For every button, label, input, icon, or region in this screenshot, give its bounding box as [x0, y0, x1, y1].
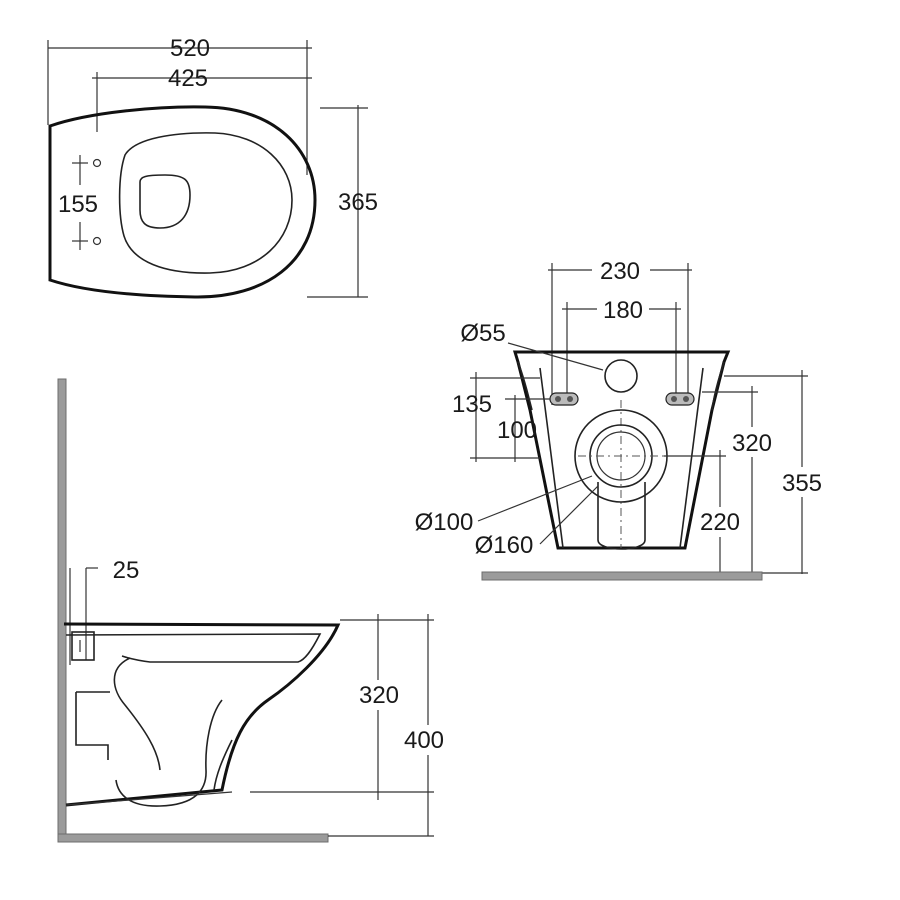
- pan-side-outline: [63, 622, 341, 807]
- outlet-center-height-label: 220: [700, 509, 740, 536]
- overall-height-label: 355: [782, 470, 822, 497]
- outer-fixing-width-label: 230: [600, 258, 640, 285]
- outlet-opening-top: [139, 174, 191, 229]
- fixing-bracket: [71, 631, 95, 661]
- side-view: 25 320 400: [57, 378, 450, 843]
- fixing-slot-left: [549, 392, 579, 406]
- outlet-pipe-dia-label: Ø100: [415, 509, 474, 536]
- top-view: 520 425 155 365: [47, 35, 378, 299]
- floor-side: [57, 833, 329, 843]
- inner-fixing-width-label: 180: [603, 297, 643, 324]
- trap-side: [113, 657, 223, 807]
- water-inlet: [604, 359, 638, 393]
- overall-depth-label: 365: [338, 189, 378, 216]
- holes-gap-label: 155: [58, 191, 98, 218]
- floor-rear: [481, 571, 763, 581]
- outlet-height-label: 320: [732, 430, 772, 457]
- fixing-slot-right: [665, 392, 695, 406]
- bowl-outline-top: [118, 132, 293, 274]
- fixing-upper-height-label: 135: [452, 391, 492, 418]
- fixing-hole-upper: [92, 158, 102, 168]
- wall: [57, 378, 67, 842]
- rim-height-label: 320: [359, 682, 399, 709]
- water-inlet-dia-label: Ø55: [460, 320, 505, 347]
- outlet-spigot-dia-label: Ø160: [475, 532, 534, 559]
- rear-view: 230 180 Ø55: [415, 256, 828, 581]
- overall-width-label: 520: [170, 35, 210, 62]
- fixing-lower-height-label: 100: [497, 417, 537, 444]
- fixing-span-label: 425: [168, 65, 208, 92]
- wall-gap-label: 25: [113, 557, 140, 584]
- fixing-hole-lower: [92, 236, 102, 246]
- total-height-label: 400: [404, 727, 444, 754]
- pan-outline-top: [48, 105, 317, 299]
